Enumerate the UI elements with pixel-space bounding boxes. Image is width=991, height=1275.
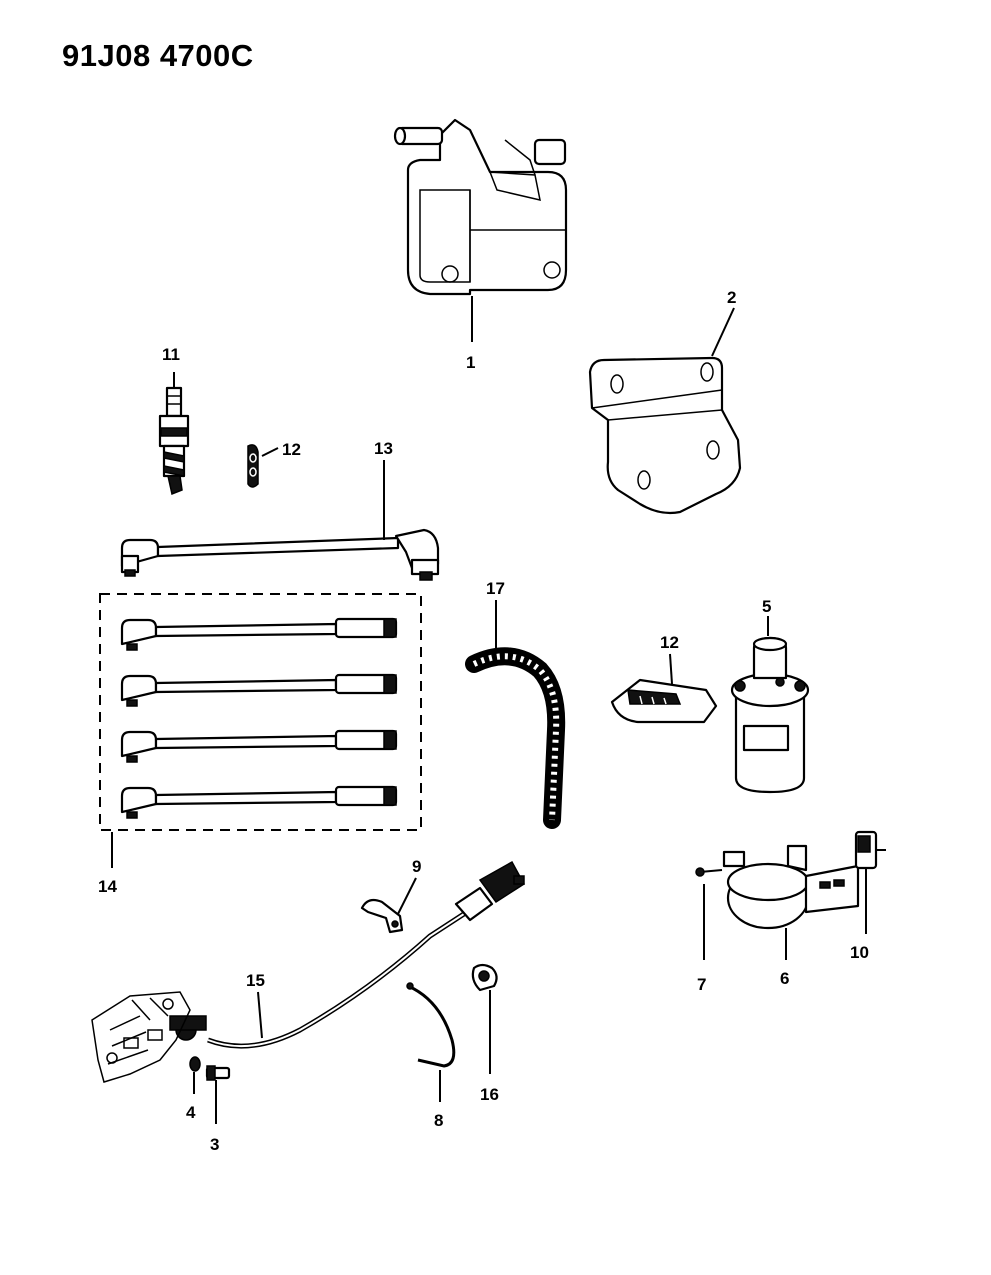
part-17-conduit	[465, 647, 566, 829]
callout-1: 1	[466, 353, 475, 372]
callout-12-lower: 12	[660, 633, 679, 652]
callout-10: 10	[850, 943, 869, 962]
part-10-sensor	[854, 830, 886, 870]
callout-4: 4	[186, 1103, 196, 1122]
engine-block-fragment	[91, 991, 191, 1083]
part-5-ignition-coil	[730, 636, 810, 794]
part-4-washer	[189, 1056, 201, 1072]
part-9-clip	[360, 898, 404, 934]
callout-12-upper: 12	[282, 440, 301, 459]
callout-9: 9	[412, 857, 421, 876]
part-11-spark-plug	[158, 372, 190, 496]
callout-14: 14	[98, 877, 117, 896]
leader-2	[711, 307, 735, 357]
diagram-title: 91J08 4700C	[62, 38, 254, 73]
part-8-ground-wire	[406, 982, 456, 1068]
callout-11: 11	[162, 345, 180, 364]
callout-13: 13	[374, 439, 393, 458]
part-14-wire-set	[99, 593, 422, 831]
callout-15: 15	[246, 971, 265, 990]
callout-8: 8	[434, 1111, 443, 1130]
plug-wire-2	[120, 673, 398, 707]
leader-15	[257, 991, 263, 1039]
plug-wire-4	[120, 785, 398, 819]
plug-wire-3	[120, 729, 398, 763]
callout-17: 17	[486, 579, 505, 598]
callout-7: 7	[697, 975, 706, 994]
callout-3: 3	[210, 1135, 219, 1154]
callout-6: 6	[780, 969, 789, 988]
callout-2: 2	[727, 288, 736, 307]
leader-12-lower	[669, 653, 673, 685]
callout-16: 16	[480, 1085, 499, 1104]
part-13-coil-wire	[120, 528, 440, 581]
callout-5: 5	[762, 597, 771, 616]
leader-12-upper	[261, 447, 279, 457]
part-16-grommet	[471, 963, 498, 992]
part-12-connector-lower	[610, 678, 718, 724]
part-15-sensor-harness	[169, 860, 525, 1049]
part-12-clip-upper	[247, 444, 259, 488]
part-6-coil-bracket	[722, 844, 860, 930]
part-2-bracket	[588, 356, 742, 515]
plug-wire-1	[120, 617, 398, 651]
part-7-screw	[695, 867, 723, 877]
leader-9	[397, 877, 417, 915]
part-3-bolt	[205, 1065, 231, 1081]
part-1-coil-pack	[393, 118, 568, 296]
